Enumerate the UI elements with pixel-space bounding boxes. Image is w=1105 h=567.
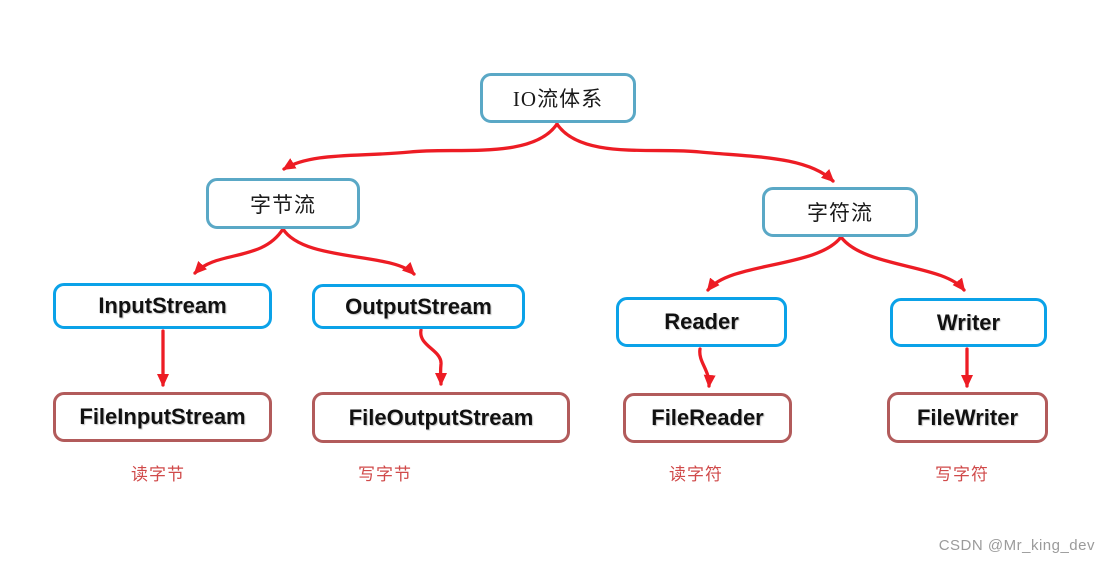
arrow-output-stream-to-file-output-stream — [419, 328, 447, 386]
arrow-root-to-byte-stream — [282, 122, 559, 171]
arrow-char-stream-to-writer — [839, 235, 966, 292]
node-file-input-stream: FileInputStream — [53, 392, 272, 442]
csdn-watermark: CSDN @Mr_king_dev — [938, 537, 1095, 554]
node-file-reader: FileReader — [623, 393, 792, 443]
node-char-stream: 字符流 — [762, 187, 918, 237]
node-writer: Writer — [890, 298, 1047, 347]
node-input-stream: InputStream — [53, 283, 272, 329]
node-output-stream: OutputStream — [312, 284, 525, 329]
node-reader: Reader — [616, 297, 787, 347]
node-file-writer: FileWriter — [887, 392, 1048, 443]
arrow-char-stream-to-reader — [706, 235, 843, 292]
caption-write-char: 写字符 — [935, 465, 989, 484]
caption-read-char: 读字符 — [669, 465, 723, 484]
node-io-stream-system: IO流体系 — [480, 73, 636, 123]
arrow-root-to-char-stream — [555, 122, 835, 183]
arrow-byte-stream-to-output-stream — [281, 227, 416, 276]
arrow-reader-to-file-reader — [698, 347, 716, 388]
node-file-output-stream: FileOutputStream — [312, 392, 570, 443]
node-byte-stream: 字节流 — [206, 178, 360, 229]
arrow-byte-stream-to-input-stream — [193, 227, 285, 275]
caption-read-byte: 读字节 — [131, 465, 185, 484]
caption-write-byte: 写字节 — [358, 465, 412, 484]
